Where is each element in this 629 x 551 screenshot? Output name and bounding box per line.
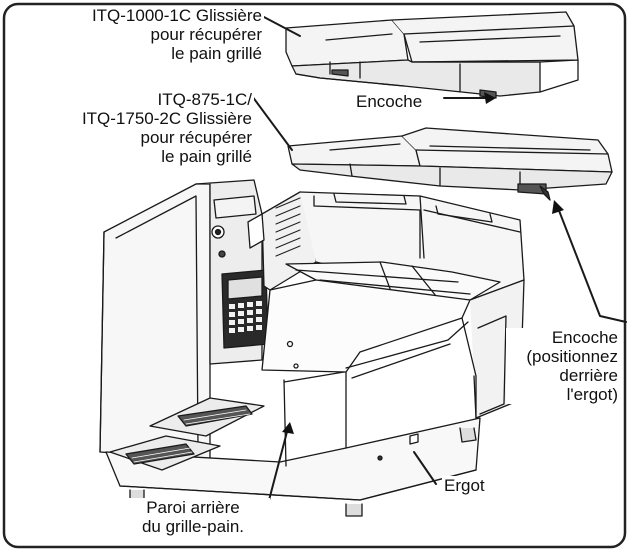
label-notch-right-line-1: Encoche bbox=[551, 328, 618, 347]
tray-middle-drawing bbox=[287, 127, 613, 201]
label-tray-top-line-1: ITQ-1000-1C Glissière bbox=[91, 6, 262, 25]
label-notch-right-line-4: l'ergot) bbox=[566, 385, 618, 404]
label-lug-text: Ergot bbox=[444, 476, 485, 495]
label-tray-top-line-3: le pain grillé bbox=[171, 44, 262, 63]
label-notch-top: Encoche bbox=[354, 92, 425, 111]
label-notch-right: Encoche (positionnez derrière l'ergot) bbox=[506, 328, 620, 404]
toaster-body-drawing bbox=[99, 179, 525, 517]
label-back-wall-line-2: du grille-pain. bbox=[141, 517, 245, 536]
label-tray-top-line-2: pour récupérer bbox=[150, 25, 262, 44]
tray-top-drawing bbox=[285, 11, 579, 99]
label-notch-top-text: Encoche bbox=[356, 92, 423, 111]
leader-lines bbox=[251, 15, 627, 505]
label-back-wall: Paroi arrière du grille-pain. bbox=[116, 498, 270, 536]
arrow-heads bbox=[282, 92, 564, 434]
label-back-wall-line-1: Paroi arrière bbox=[146, 498, 240, 517]
label-notch-right-line-3: derrière bbox=[559, 366, 618, 385]
label-tray-middle-line-2: ITQ-1750-2C Glissière bbox=[81, 109, 252, 128]
label-notch-right-line-2: (positionnez bbox=[526, 347, 618, 366]
label-tray-middle-line-3: pour récupérer bbox=[140, 128, 252, 147]
label-lug: Ergot bbox=[442, 476, 487, 495]
label-tray-middle-line-4: le pain grillé bbox=[161, 147, 252, 166]
label-tray-top: ITQ-1000-1C Glissière pour récupérer le … bbox=[14, 6, 264, 63]
label-tray-middle-line-1: ITQ-875-1C/ bbox=[157, 90, 252, 109]
label-tray-middle: ITQ-875-1C/ ITQ-1750-2C Glissière pour r… bbox=[12, 90, 254, 166]
